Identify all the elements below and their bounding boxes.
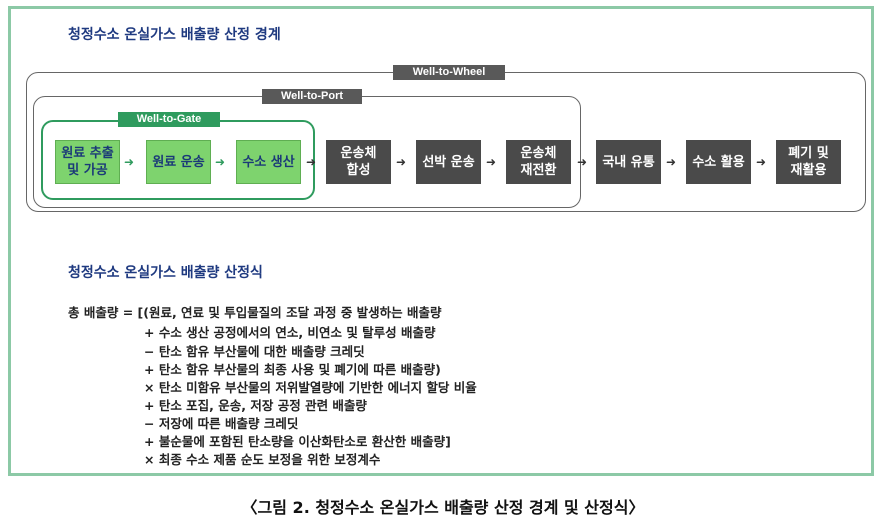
stage-ship-transport: 선박 운송 bbox=[416, 140, 481, 184]
formula-heading: 청정수소 온실가스 배출량 산정식 bbox=[68, 265, 263, 281]
arrow-icon: ➜ bbox=[215, 155, 226, 169]
stage-raw-transport: 원료 운송 bbox=[146, 140, 211, 184]
stage-carrier-reconversion: 운송체 재전환 bbox=[506, 140, 571, 184]
stage-hydrogen-use: 수소 활용 bbox=[686, 140, 751, 184]
boundary-heading: 청정수소 온실가스 배출량 산정 경계 bbox=[68, 27, 281, 43]
stage-domestic-distribution: 국내 유통 bbox=[596, 140, 661, 184]
stage-raw-extraction: 원료 추출 및 가공 bbox=[55, 140, 120, 184]
arrow-icon: ➜ bbox=[306, 155, 317, 169]
well-to-gate-label: Well-to-Gate bbox=[118, 112, 220, 127]
formula-line: + 탄소 포집, 운송, 저장 공정 관련 배출량 bbox=[144, 398, 367, 413]
figure-frame bbox=[8, 6, 874, 476]
arrow-icon: ➜ bbox=[124, 155, 135, 169]
formula-line: × 탄소 미함유 부산물의 저위발열량에 기반한 에너지 할당 비율 bbox=[144, 380, 477, 395]
formula-line: + 탄소 함유 부산물의 최종 사용 및 폐기에 따른 배출량) bbox=[144, 362, 441, 377]
stage-carrier-synthesis: 운송체 합성 bbox=[326, 140, 391, 184]
well-to-port-label: Well-to-Port bbox=[262, 89, 362, 104]
formula-line: + 불순물에 포함된 탄소량을 이산화탄소로 환산한 배출량] bbox=[144, 434, 451, 449]
formula-line: × 최종 수소 제품 순도 보정을 위한 보정계수 bbox=[144, 452, 381, 467]
arrow-icon: ➜ bbox=[486, 155, 497, 169]
formula-line: − 저장에 따른 배출량 크레딧 bbox=[144, 416, 299, 431]
formula-line: − 탄소 함유 부산물에 대한 배출량 크레딧 bbox=[144, 344, 365, 359]
arrow-icon: ➜ bbox=[756, 155, 767, 169]
stage-disposal-recycling: 폐기 및 재활용 bbox=[776, 140, 841, 184]
arrow-icon: ➜ bbox=[396, 155, 407, 169]
formula-line: + 수소 생산 공정에서의 연소, 비연소 및 탈루성 배출량 bbox=[144, 325, 436, 340]
figure-caption: 〈그림 2. 청정수소 온실가스 배출량 산정 경계 및 산정식〉 bbox=[241, 498, 645, 517]
well-to-wheel-label: Well-to-Wheel bbox=[393, 65, 505, 80]
arrow-icon: ➜ bbox=[577, 155, 588, 169]
formula-line: 총 배출량 = [(원료, 연료 및 투입물질의 조달 과정 중 발생하는 배출… bbox=[68, 305, 442, 320]
stage-hydrogen-production: 수소 생산 bbox=[236, 140, 301, 184]
arrow-icon: ➜ bbox=[666, 155, 677, 169]
